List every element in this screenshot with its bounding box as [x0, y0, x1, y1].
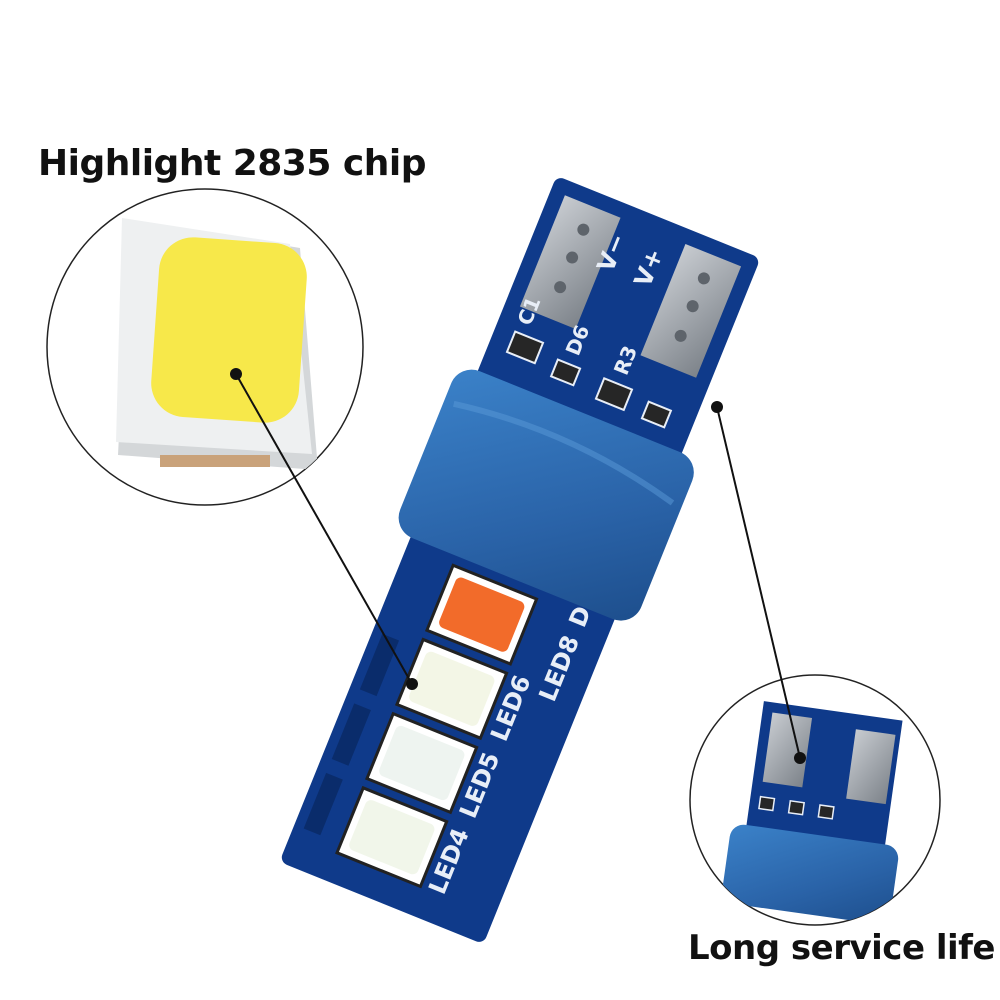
caption-service-life: Long service life: [688, 928, 996, 968]
pointer-dot-end-finish: [794, 752, 806, 764]
pointer-dot-chip-start: [230, 368, 242, 380]
pcb-end-zoom-callout: [689, 674, 941, 926]
chip-zoom-callout: [46, 188, 364, 506]
callout-lines: [230, 368, 806, 764]
pcb-board: V− V+ C1 D6 R3 R5 LED6 LED8 LED5 LED4 D: [281, 178, 759, 942]
pointer-dot-end-start: [711, 401, 723, 413]
pointer-dot-chip-end: [406, 678, 418, 690]
heat-shrink-sleeve: [398, 369, 694, 621]
caption-chip: Highlight 2835 chip: [38, 143, 427, 184]
